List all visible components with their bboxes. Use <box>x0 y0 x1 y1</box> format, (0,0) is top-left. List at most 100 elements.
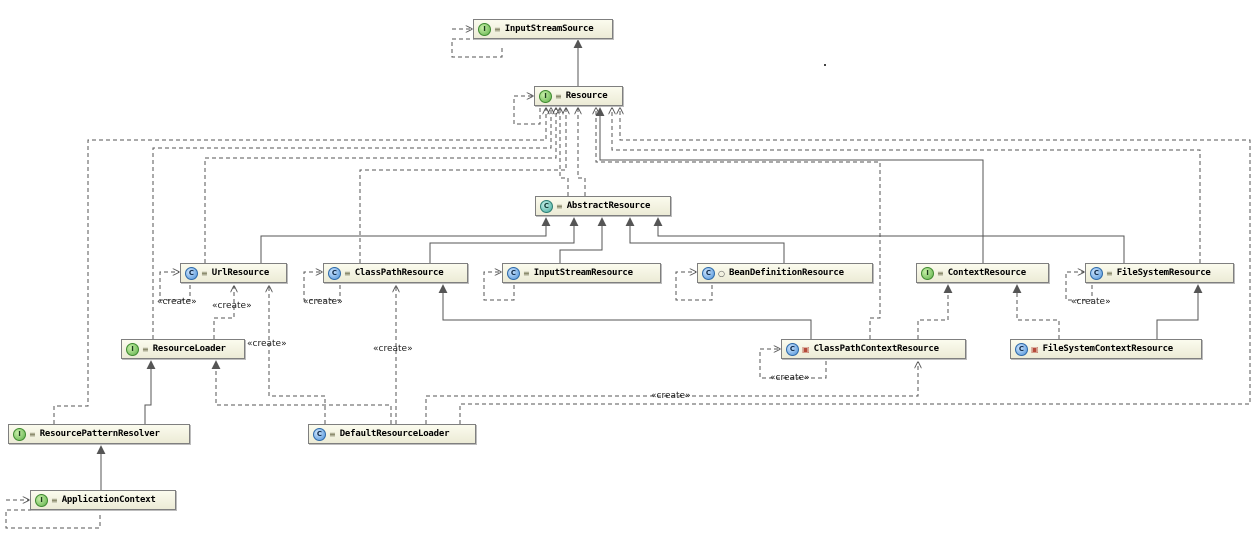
node-classpathcontextresource[interactable]: C▣ ClassPathContextResource <box>781 339 966 359</box>
private-lock-icon: ▣ <box>802 344 810 354</box>
implements-edge <box>596 108 881 339</box>
implements-edge <box>612 108 1201 263</box>
node-resourcepatternresolver[interactable]: I≡ ResourcePatternResolver <box>8 424 190 444</box>
extends-edge <box>653 217 1125 263</box>
node-abstractresource[interactable]: C≡ AbstractResource <box>535 196 671 216</box>
package-icon: ○ <box>718 268 725 278</box>
implements-edge <box>578 108 586 196</box>
extends-edge <box>625 217 785 263</box>
interface-icon: I <box>539 89 552 103</box>
public-icon: ≡ <box>556 201 563 211</box>
node-contextresource[interactable]: I≡ ContextResource <box>916 263 1049 283</box>
public-icon: ≡ <box>51 495 58 505</box>
create-label: «create» <box>1071 297 1111 307</box>
stray-dot <box>824 64 826 66</box>
create-label: «create» <box>157 297 197 307</box>
create-label: «create» <box>373 344 413 354</box>
interface-icon: I <box>126 342 139 356</box>
node-filesystemcontextresource[interactable]: C▣ FileSystemContextResource <box>1010 339 1202 359</box>
abstract-class-icon: C <box>540 199 553 213</box>
extends-edge <box>595 107 984 263</box>
node-label: UrlResource <box>211 268 270 278</box>
public-icon: ≡ <box>29 429 36 439</box>
class-icon: C <box>1015 342 1028 356</box>
node-label: FileSystemResource <box>1116 268 1211 278</box>
node-label: InputStreamSource <box>504 24 594 34</box>
node-label: ClassPathContextResource <box>813 344 939 354</box>
class-icon: C <box>313 427 326 441</box>
implements-edge <box>204 108 556 263</box>
node-applicationcontext[interactable]: I≡ ApplicationContext <box>30 490 176 510</box>
self-dependency <box>5 509 101 529</box>
public-icon: ≡ <box>142 344 149 354</box>
extends-edge <box>1156 284 1203 339</box>
create-label: «create» <box>303 297 343 307</box>
public-icon: ≡ <box>201 268 208 278</box>
implements-edge <box>917 284 953 339</box>
create-label: «create» <box>247 339 287 349</box>
node-inputstreamsource[interactable]: I≡ InputStreamSource <box>473 19 613 39</box>
node-label: ContextResource <box>947 268 1026 278</box>
node-resource[interactable]: I≡ Resource <box>534 86 623 106</box>
implements-edge <box>1012 284 1060 339</box>
interface-icon: I <box>13 427 26 441</box>
create-dependency <box>1065 272 1093 301</box>
private-lock-icon: ▣ <box>1031 344 1039 354</box>
node-label: BeanDefinitionResource <box>728 268 844 278</box>
public-icon: ≡ <box>1106 268 1113 278</box>
implements-edge <box>359 108 566 263</box>
create-dependency <box>159 272 191 301</box>
node-label: ApplicationContext <box>61 495 156 505</box>
class-icon: C <box>185 266 198 280</box>
node-filesystemresource[interactable]: C≡ FileSystemResource <box>1085 263 1234 283</box>
self-dependency <box>675 272 713 301</box>
node-label: AbstractResource <box>566 201 651 211</box>
create-dependency <box>303 272 341 301</box>
class-icon: C <box>507 266 520 280</box>
node-label: InputStreamResource <box>533 268 633 278</box>
public-icon: ≡ <box>344 268 351 278</box>
class-icon: C <box>786 342 799 356</box>
node-label: ResourcePatternResolver <box>39 429 160 439</box>
node-urlresource[interactable]: C≡ UrlResource <box>180 263 287 283</box>
create-dependency <box>425 362 918 424</box>
public-icon: ≡ <box>555 91 562 101</box>
class-icon: C <box>328 266 341 280</box>
implements-edge <box>560 108 569 196</box>
create-label: «create» <box>770 373 810 383</box>
public-icon: ≡ <box>494 24 501 34</box>
create-label: «create» <box>651 391 691 401</box>
self-dependency <box>513 96 541 125</box>
public-icon: ≡ <box>937 268 944 278</box>
class-icon: C <box>702 266 715 280</box>
create-label: «create» <box>212 301 252 311</box>
node-defaultresourceloader[interactable]: C≡ DefaultResourceLoader <box>308 424 476 444</box>
extends-edge <box>144 360 156 424</box>
extends-edge <box>260 217 551 263</box>
extends-edge <box>429 217 579 263</box>
create-dependency <box>269 286 326 424</box>
extends-edge <box>559 217 607 263</box>
node-inputstreamresource[interactable]: C≡ InputStreamResource <box>502 263 661 283</box>
implements-edge <box>459 108 1251 424</box>
node-beandefinitionresource[interactable]: C○ BeanDefinitionResource <box>697 263 873 283</box>
class-icon: C <box>1090 266 1103 280</box>
public-icon: ≡ <box>329 429 336 439</box>
extends-edge <box>438 284 812 339</box>
interface-icon: I <box>35 493 48 507</box>
node-label: ResourceLoader <box>152 344 226 354</box>
self-dependency <box>451 38 503 58</box>
node-classpathresource[interactable]: C≡ ClassPathResource <box>323 263 468 283</box>
node-label: FileSystemContextResource <box>1042 344 1174 354</box>
create-dependency <box>483 272 515 301</box>
node-label: ClassPathResource <box>354 268 444 278</box>
public-icon: ≡ <box>523 268 530 278</box>
node-label: DefaultResourceLoader <box>339 429 450 439</box>
implements-edge <box>152 108 551 339</box>
node-resourceloader[interactable]: I≡ ResourceLoader <box>121 339 245 359</box>
create-dependency <box>213 286 234 339</box>
implements-edge <box>53 108 546 424</box>
interface-icon: I <box>921 266 934 280</box>
